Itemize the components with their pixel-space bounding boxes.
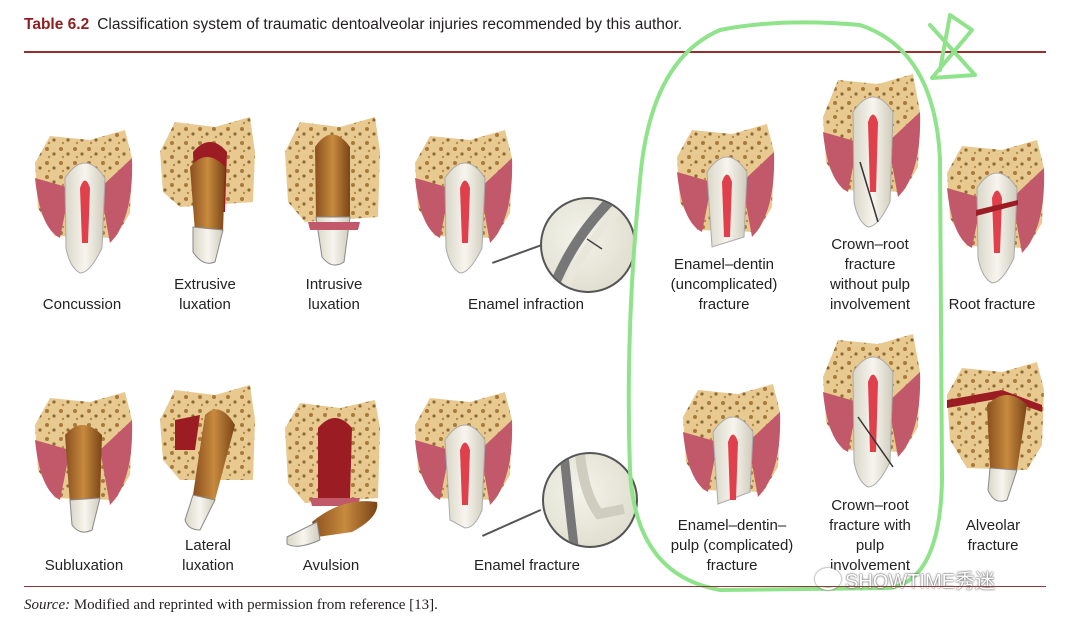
table-caption: Table 6.2 Classification system of trauma… — [24, 16, 682, 34]
tooth-avulsed — [282, 492, 382, 552]
label-subluxation: Subluxation — [44, 557, 124, 574]
tooth-crown-root-no-pulp — [818, 72, 928, 232]
tooth-alveolar-fracture — [942, 350, 1052, 510]
watermark: SHOWTIME秀迷 — [815, 565, 995, 594]
label-avulsion: Avulsion — [302, 557, 360, 574]
tooth-avulsion-socket — [280, 378, 390, 538]
source-note: Source: Modified and reprinted with perm… — [24, 597, 438, 614]
tooth-crown-root-pulp — [818, 332, 928, 492]
label-enamel-dentin-fracture: Enamel–dentin(uncomplicated)fracture — [670, 256, 778, 313]
table-number: Table 6.2 — [24, 16, 90, 33]
source-label: Source: — [24, 597, 71, 613]
tooth-enamel-dentin-fracture — [672, 112, 782, 272]
tooth-enamel-infraction — [410, 118, 520, 278]
magnifier-enamel-fracture — [542, 452, 638, 548]
label-root-fracture: Root fracture — [948, 296, 1036, 313]
tooth-root-fracture — [942, 128, 1052, 288]
bottom-rule — [24, 586, 1046, 587]
tooth-concussion — [30, 118, 140, 278]
tooth-subluxation — [30, 380, 140, 540]
label-concussion: Concussion — [42, 296, 122, 313]
label-enamel-infraction: Enamel infraction — [468, 296, 584, 313]
tooth-enamel-fracture — [410, 380, 520, 540]
tooth-enamel-dentin-pulp-fracture — [678, 372, 788, 532]
top-rule — [24, 51, 1046, 53]
chat-bubble-icon — [815, 568, 841, 590]
label-enamel-fracture: Enamel fracture — [474, 557, 580, 574]
label-enamel-dentin-pulp-fracture: Enamel–dentin–pulp (complicated)fracture — [670, 517, 794, 574]
source-text: Modified and reprinted with permission f… — [73, 597, 438, 613]
table-title: Classification system of traumatic dento… — [97, 16, 683, 33]
tooth-intrusive-luxation — [280, 112, 390, 272]
tooth-lateral-luxation — [155, 380, 265, 540]
tooth-extrusive-luxation — [155, 112, 265, 272]
magnifier-enamel-infraction — [540, 197, 636, 293]
